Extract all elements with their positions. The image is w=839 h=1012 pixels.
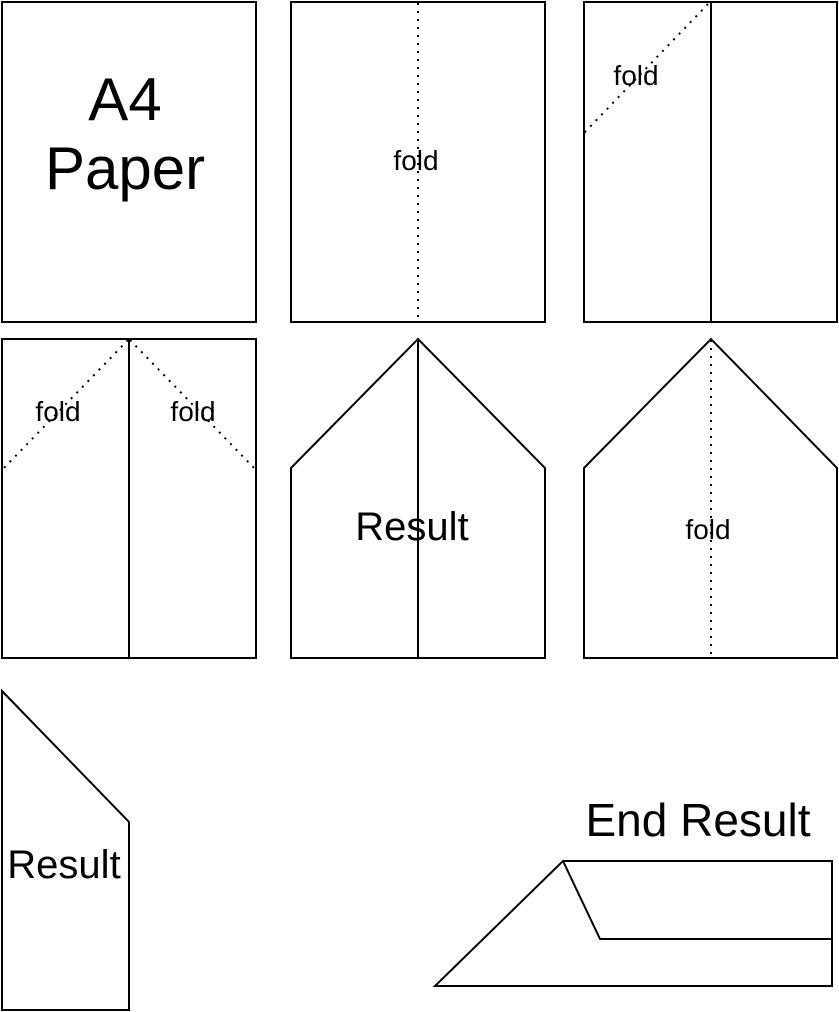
step-result-half: Result (1, 688, 130, 1011)
step-fold-vertical: fold (290, 1, 546, 323)
fold-label-left: fold (35, 396, 80, 427)
result-label: Result (355, 505, 468, 549)
airplane-body (432, 860, 833, 987)
fold-label-right: fold (170, 396, 215, 427)
fold-label: fold (613, 60, 658, 91)
end-result-label: End Result (585, 794, 810, 846)
step-fold-both-corners: fold fold (1, 338, 257, 659)
step-a4-paper: A4 Paper (1, 1, 257, 323)
fold-label: fold (685, 514, 730, 545)
step-result-pointed: Result (290, 337, 546, 659)
step-fold-corner: fold (583, 1, 838, 323)
paper-label-line1: A4 (88, 66, 161, 133)
end-result: End Result (432, 794, 833, 987)
folded-half (1, 688, 130, 1011)
fold-line (583, 3, 709, 134)
paper-label-line2: Paper (45, 135, 205, 202)
paper-sheet (1, 1, 257, 323)
airplane-wing (562, 860, 832, 940)
fold-label: fold (393, 145, 438, 176)
step-fold-in-half: fold (583, 337, 838, 659)
folded-sheet (583, 337, 838, 659)
result-label: Result (7, 843, 120, 887)
